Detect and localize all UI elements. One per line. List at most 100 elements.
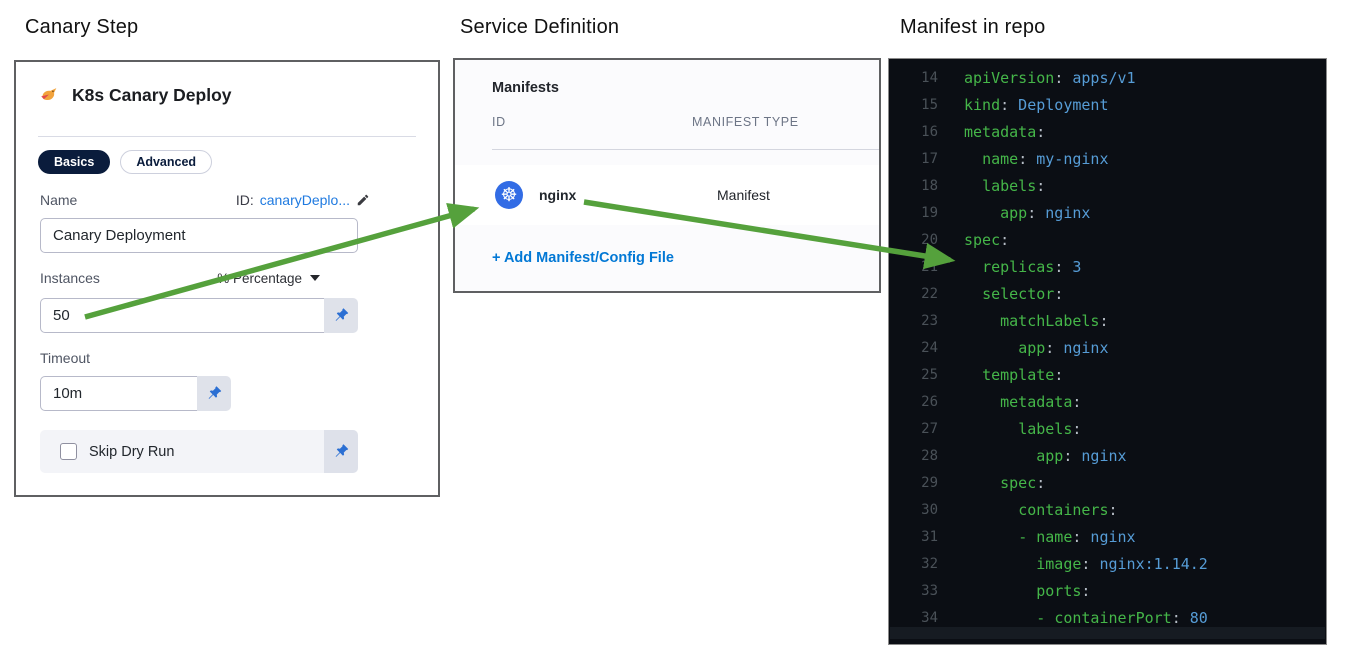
manifest-row-nginx[interactable]: ☸ nginx Manifest	[455, 165, 879, 225]
line-number: 32	[921, 556, 938, 572]
line-number: 16	[921, 124, 938, 140]
edit-id-pencil-icon[interactable]	[356, 193, 370, 207]
chevron-down-icon	[310, 275, 320, 281]
line-number: 23	[921, 313, 938, 329]
canary-step-heading: Canary Step	[25, 16, 139, 38]
instances-input[interactable]: 50	[40, 298, 324, 333]
code-line-20: 20 spec:	[889, 227, 1326, 254]
line-content: metadata:	[1000, 393, 1082, 411]
line-number: 25	[921, 367, 938, 383]
line-number: 26	[921, 394, 938, 410]
line-number: 21	[921, 259, 938, 275]
code-line-24: 24 app: nginx	[889, 335, 1326, 362]
skip-dry-run-checkbox[interactable]	[60, 443, 77, 460]
code-line-23: 23 matchLabels:	[889, 308, 1326, 335]
line-content: labels:	[1018, 420, 1082, 438]
line-number: 17	[921, 151, 938, 167]
line-content: matchLabels:	[1000, 312, 1109, 330]
line-content: spec:	[1000, 474, 1046, 492]
title-divider	[38, 136, 416, 137]
line-number: 14	[921, 70, 938, 86]
line-number: 30	[921, 502, 938, 518]
code-line-30: 30 containers:	[889, 497, 1326, 524]
line-content: app: nginx	[1000, 204, 1091, 222]
code-line-26: 26 metadata:	[889, 389, 1326, 416]
code-line-29: 29 spec:	[889, 470, 1326, 497]
line-content: template:	[982, 366, 1064, 384]
line-content: labels:	[982, 177, 1046, 195]
line-content: - name: nginx	[1018, 528, 1136, 546]
timeout-input[interactable]: 10m	[40, 376, 197, 411]
line-number: 20	[921, 232, 938, 248]
code-line-33: 33 ports:	[889, 578, 1326, 605]
step-tabs: Basics Advanced	[38, 150, 213, 174]
line-content: app: nginx	[1018, 339, 1109, 357]
line-number: 19	[921, 205, 938, 221]
id-label: ID:	[235, 192, 254, 208]
tab-advanced[interactable]: Advanced	[120, 150, 213, 174]
manifests-card-title: Manifests	[492, 80, 559, 96]
manifest-type: Manifest	[717, 187, 770, 203]
line-number: 28	[921, 448, 938, 464]
step-id-link[interactable]: canaryDeplo...	[259, 192, 350, 208]
line-content: spec:	[964, 231, 1010, 249]
line-number: 31	[921, 529, 938, 545]
code-line-32: 32 image: nginx:1.14.2	[889, 551, 1326, 578]
name-input[interactable]	[40, 218, 358, 253]
instances-pin-button[interactable]	[324, 298, 358, 333]
line-content: kind: Deployment	[964, 96, 1109, 114]
line-content: app: nginx	[1036, 447, 1127, 465]
code-line-21: 21 replicas: 3	[889, 254, 1326, 281]
line-content: apiVersion: apps/v1	[964, 69, 1136, 87]
pin-icon	[333, 443, 350, 460]
code-line-19: 19 app: nginx	[889, 200, 1326, 227]
skip-dry-run-label: Skip Dry Run	[89, 443, 175, 460]
code-line-18: 18 labels:	[889, 173, 1326, 200]
instances-unit-dropdown[interactable]: % Percentage	[217, 271, 320, 286]
line-number: 34	[921, 610, 938, 626]
timeout-pin-button[interactable]	[197, 376, 231, 411]
horizontal-scrollbar[interactable]	[890, 627, 1325, 639]
service-definition-panel: Manifests ID MANIFEST TYPE ☸ nginx Manif…	[453, 58, 881, 293]
column-header-manifest-type: MANIFEST TYPE	[692, 115, 799, 129]
manifest-in-repo-heading: Manifest in repo	[900, 16, 1046, 38]
tab-basics[interactable]: Basics	[38, 150, 111, 174]
kubernetes-icon: ☸	[495, 181, 523, 209]
header-separator	[492, 149, 879, 150]
skip-dry-run-pin-button[interactable]	[324, 430, 358, 473]
code-line-27: 27 labels:	[889, 416, 1326, 443]
pin-icon	[206, 385, 223, 402]
instances-label: Instances	[40, 270, 100, 286]
line-content: ports:	[1036, 582, 1091, 600]
timeout-label: Timeout	[40, 350, 91, 366]
line-number: 22	[921, 286, 938, 302]
instances-unit-label: % Percentage	[217, 270, 302, 286]
line-content: containers:	[1018, 501, 1118, 519]
line-number: 18	[921, 178, 938, 194]
line-number: 27	[921, 421, 938, 437]
line-content: name: my-nginx	[982, 150, 1109, 168]
line-content: selector:	[982, 285, 1064, 303]
code-line-15: 15 kind: Deployment	[889, 92, 1326, 119]
add-manifest-link[interactable]: + Add Manifest/Config File	[492, 250, 674, 266]
line-content: replicas: 3	[982, 258, 1082, 276]
canary-bird-icon	[38, 84, 60, 106]
line-content: - containerPort: 80	[1036, 609, 1208, 627]
code-line-28: 28 app: nginx	[889, 443, 1326, 470]
code-line-17: 17 name: my-nginx	[889, 146, 1326, 173]
skip-dry-run-row: Skip Dry Run	[40, 430, 358, 473]
line-number: 33	[921, 583, 938, 599]
manifest-id: nginx	[539, 187, 577, 203]
canary-step-panel: K8s Canary Deploy Basics Advanced Name I…	[14, 60, 440, 497]
line-content: image: nginx:1.14.2	[1036, 555, 1208, 573]
code-line-34: 34 - containerPort: 80	[889, 605, 1326, 632]
line-number: 15	[921, 97, 938, 113]
step-title: K8s Canary Deploy	[72, 84, 232, 105]
name-label: Name	[40, 192, 78, 208]
service-definition-heading: Service Definition	[460, 16, 620, 38]
code-line-25: 25 template:	[889, 362, 1326, 389]
